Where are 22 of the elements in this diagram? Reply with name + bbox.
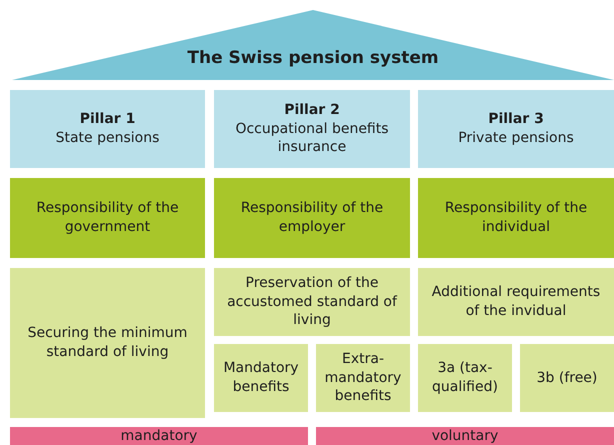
pillar-heading: Pillar 1 [80, 110, 136, 129]
info-block: Responsibility of the employer [214, 178, 410, 258]
info-block: Securing the minimum standard of living [10, 268, 205, 418]
pillar-subtitle: Occupational benefits insurance [234, 120, 390, 158]
pillar-header-block [214, 90, 410, 168]
category-bar: mandatory [10, 427, 308, 445]
info-block: Extra-mandatory benefits [316, 344, 410, 412]
pillar-subtitle: Private pensions [458, 129, 574, 148]
pillar-heading: Pillar 3 [488, 110, 544, 129]
pillar-heading: Pillar 2 [284, 100, 340, 120]
title: The Swiss pension system [187, 47, 439, 70]
pillar-header-block [418, 90, 614, 168]
info-block: 3b (free) [520, 344, 614, 412]
info-block: Mandatory benefits [214, 344, 308, 412]
info-block: 3a (tax-qualified) [418, 344, 512, 412]
pillar-subtitle: State pensions [56, 129, 160, 148]
info-block: Preservation of the accustomed standard of living [214, 268, 410, 336]
category-bar: voluntary [316, 427, 614, 445]
pillar-header-block [10, 90, 205, 168]
info-block: Responsibility of the individual [418, 178, 614, 258]
info-block: Additional requirements of the invidual [418, 268, 614, 336]
info-block: Responsibility of the government [10, 178, 205, 258]
